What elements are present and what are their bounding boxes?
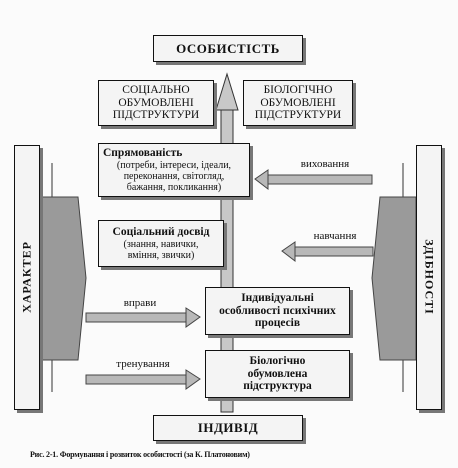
orientation-line-1: (потреби, інтереси, ідеали, [116,159,232,171]
central-arrow-head-icon [215,72,239,111]
individual-features-box: Індивідуальні особливості психічних проц… [205,287,350,335]
upbringing-label: виховання [300,158,350,170]
experience-line-2: вміння, звички) [127,249,195,261]
social-substructures-box: СОЦІАЛЬНО ОБУМОВЛЕНІ ПІДСТРУКТУРИ [98,80,214,126]
bio-sub-line-2: ОБУМОВЛЕНІ [260,96,336,109]
individual-line-3: процесів [254,317,301,330]
social-sub-line-1: СОЦІАЛЬНО [122,84,190,97]
left-side-arrow-icon [41,196,87,361]
exercises-label: вправи [123,297,157,309]
abilities-box [416,145,442,410]
bio-substructures-box: БІОЛОГІЧНО ОБУМОВЛЕНІ ПІДСТРУКТУРИ [243,80,353,126]
social-sub-line-3: ПІДСТРУКТУРИ [112,109,200,122]
orientation-line-3: бажання, покликання) [126,181,222,193]
personality-label: ОСОБИСТІСТЬ [176,40,280,56]
individual-label: ІНДИВІД [197,420,259,435]
training-label: тренування [116,358,170,370]
individual-line-2: особливості психічних [219,304,336,317]
experience-title: Соціальний досвід [112,226,210,239]
learning-label: навчання [313,230,357,242]
orientation-box: Спрямованість (потреби, інтереси, ідеали… [98,143,250,197]
figure-caption: Рис. 2-1. Формування і розвиток особисто… [30,450,250,459]
biological-line-3: підструктура [243,380,312,393]
character-label: ХАРАКТЕР [19,241,34,313]
orientation-line-2: переконання, світогляд, [123,170,225,182]
social-sub-line-2: ОБУМОВЛЕНІ [118,96,194,109]
bio-sub-line-1: БІОЛОГІЧНО [263,84,333,97]
individual-line-1: Індивідуальні [241,292,314,305]
arrow-exercises-icon [85,307,201,328]
arrow-learning-icon [281,241,374,263]
experience-line-1: (знання, навички, [123,238,199,250]
individual-box: ІНДИВІД [153,415,303,441]
right-side-arrow-icon [371,196,417,361]
social-experience-box: Соціальний досвід (знання, навички, вмін… [98,220,224,267]
biological-substructure-box: Біологічно обумовлена підструктура [205,350,350,398]
personality-box: ОСОБИСТІСТЬ [153,35,303,62]
abilities-label: ЗДІБНОСТІ [422,239,437,315]
biological-line-1: Біологічно [249,355,306,368]
character-box [14,145,40,410]
biological-line-2: обумовлена [247,367,308,380]
arrow-upbringing-icon [254,169,373,191]
arrow-training-icon [85,369,201,390]
bio-sub-line-3: ПІДСТРУКТУРИ [254,109,342,122]
orientation-title: Спрямованість [103,147,183,159]
